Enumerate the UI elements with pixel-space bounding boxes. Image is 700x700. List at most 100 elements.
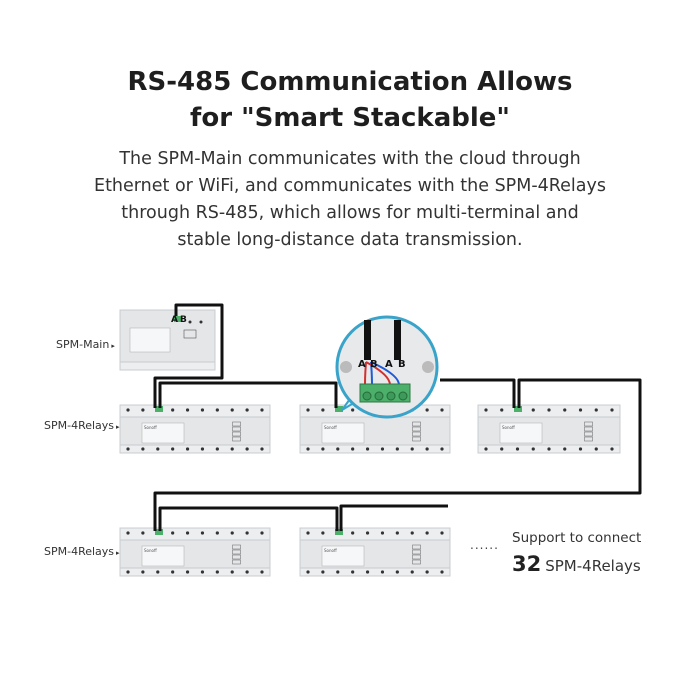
terminal-screw [171, 531, 175, 535]
terminal-screw [199, 320, 203, 324]
terminal-label-b: B [180, 315, 187, 325]
terminal-screw [380, 447, 385, 451]
terminal-screw [200, 570, 205, 574]
terminal-screw [126, 447, 130, 451]
relay-indicator [412, 549, 421, 555]
description: The SPM-Main communicates with the cloud… [0, 146, 700, 254]
terminal-screw [245, 570, 249, 574]
terminal-screw [260, 408, 264, 412]
callout-label-a: A [385, 359, 393, 370]
spm-4relays-device-1 [119, 404, 271, 454]
terminal-screw [200, 531, 205, 535]
terminal-screw [306, 531, 310, 535]
terminal-screw [515, 447, 520, 451]
rs485-terminal [155, 529, 163, 535]
terminal-screw [245, 531, 249, 535]
terminal-screw [425, 447, 429, 451]
terminal-screw [321, 408, 325, 412]
terminal-screw [230, 570, 234, 574]
relay-indicator [584, 436, 593, 442]
device-label-plate [141, 545, 185, 567]
terminal-screw [410, 570, 414, 574]
spm-4relays-device-4 [119, 527, 271, 577]
brand-logo: Sonoff [144, 548, 157, 553]
title-line-2: for "Smart Stackable" [190, 103, 510, 133]
rs485-cable [153, 303, 224, 408]
rs485-terminal [155, 406, 163, 412]
terminal-screw [306, 570, 310, 574]
terminal-screw [594, 447, 598, 451]
relay-indicator [232, 559, 241, 565]
relay-indicator [584, 426, 593, 432]
terminal-screw [578, 447, 583, 451]
terminal-screw [484, 447, 488, 451]
rs485-cable [153, 378, 642, 531]
callout-terminal-screw [398, 391, 408, 401]
terminal-screw [141, 531, 145, 535]
relay-indicator [412, 426, 421, 432]
callout-screw [422, 361, 434, 373]
label-spm-4relays-row2: SPM-4Relays [44, 545, 120, 558]
relay-indicator [412, 421, 421, 427]
terminal-screw [594, 408, 598, 412]
terminal-screw [380, 570, 385, 574]
device-bottom-rail [119, 567, 271, 577]
rs485-cable [158, 506, 339, 531]
terminal-screw [185, 408, 190, 412]
device-bottom-rail [299, 567, 451, 577]
terminal-screw [245, 408, 249, 412]
relay-indicator [232, 431, 241, 437]
terminal-screw [425, 531, 429, 535]
terminal-screw [156, 447, 160, 451]
terminal-screw [395, 531, 399, 535]
terminal-screw [410, 447, 414, 451]
support-count-number: 32 [512, 552, 542, 576]
device-label-plate [321, 545, 365, 567]
terminal-screw [610, 447, 614, 451]
terminal-screw [531, 408, 535, 412]
terminal-screw [610, 408, 614, 412]
terminal-screw [188, 320, 192, 324]
terminal-screw [351, 447, 355, 451]
device-body [477, 416, 621, 448]
callout-terminal-screw [374, 391, 384, 401]
terminal-screw [351, 408, 355, 412]
terminal-screw [156, 570, 160, 574]
brand-logo: Sonoff [502, 425, 515, 430]
terminal-callout [335, 315, 439, 419]
rs485-cable [440, 378, 516, 408]
terminal-screw [365, 531, 370, 535]
terminal-screw [563, 408, 567, 412]
terminal-screw [260, 447, 264, 451]
terminal-screw [126, 408, 130, 412]
terminal-screw [260, 531, 264, 535]
device-bottom-rail [119, 444, 271, 454]
ellipsis: ...... [470, 538, 499, 552]
device-label-plate [321, 422, 365, 444]
terminal-screw [185, 570, 190, 574]
terminal-screw [365, 570, 370, 574]
callout-terminal-screw [386, 391, 396, 401]
terminal-screw [500, 447, 504, 451]
terminal-screw [185, 447, 190, 451]
terminal-screw [230, 408, 234, 412]
description-line: stable long-distance data transmission. [177, 230, 523, 250]
brand-logo: Sonoff [324, 425, 337, 430]
rs485-cable [158, 381, 338, 408]
terminal-screw [484, 408, 488, 412]
description-line: The SPM-Main communicates with the cloud… [119, 149, 581, 169]
description-line: Ethernet or WiFi, and communicates with … [94, 176, 606, 196]
terminal-screw [395, 570, 399, 574]
terminal-screw [440, 570, 444, 574]
callout-label-b: B [398, 359, 406, 370]
rs485-terminal [335, 406, 343, 412]
terminal-screw [500, 408, 504, 412]
callout-cable [364, 320, 371, 360]
relay-indicator [232, 554, 241, 560]
terminal-screw [306, 447, 310, 451]
terminal-screw [321, 531, 325, 535]
terminal-screw [380, 531, 385, 535]
rs485-cable [339, 504, 448, 531]
